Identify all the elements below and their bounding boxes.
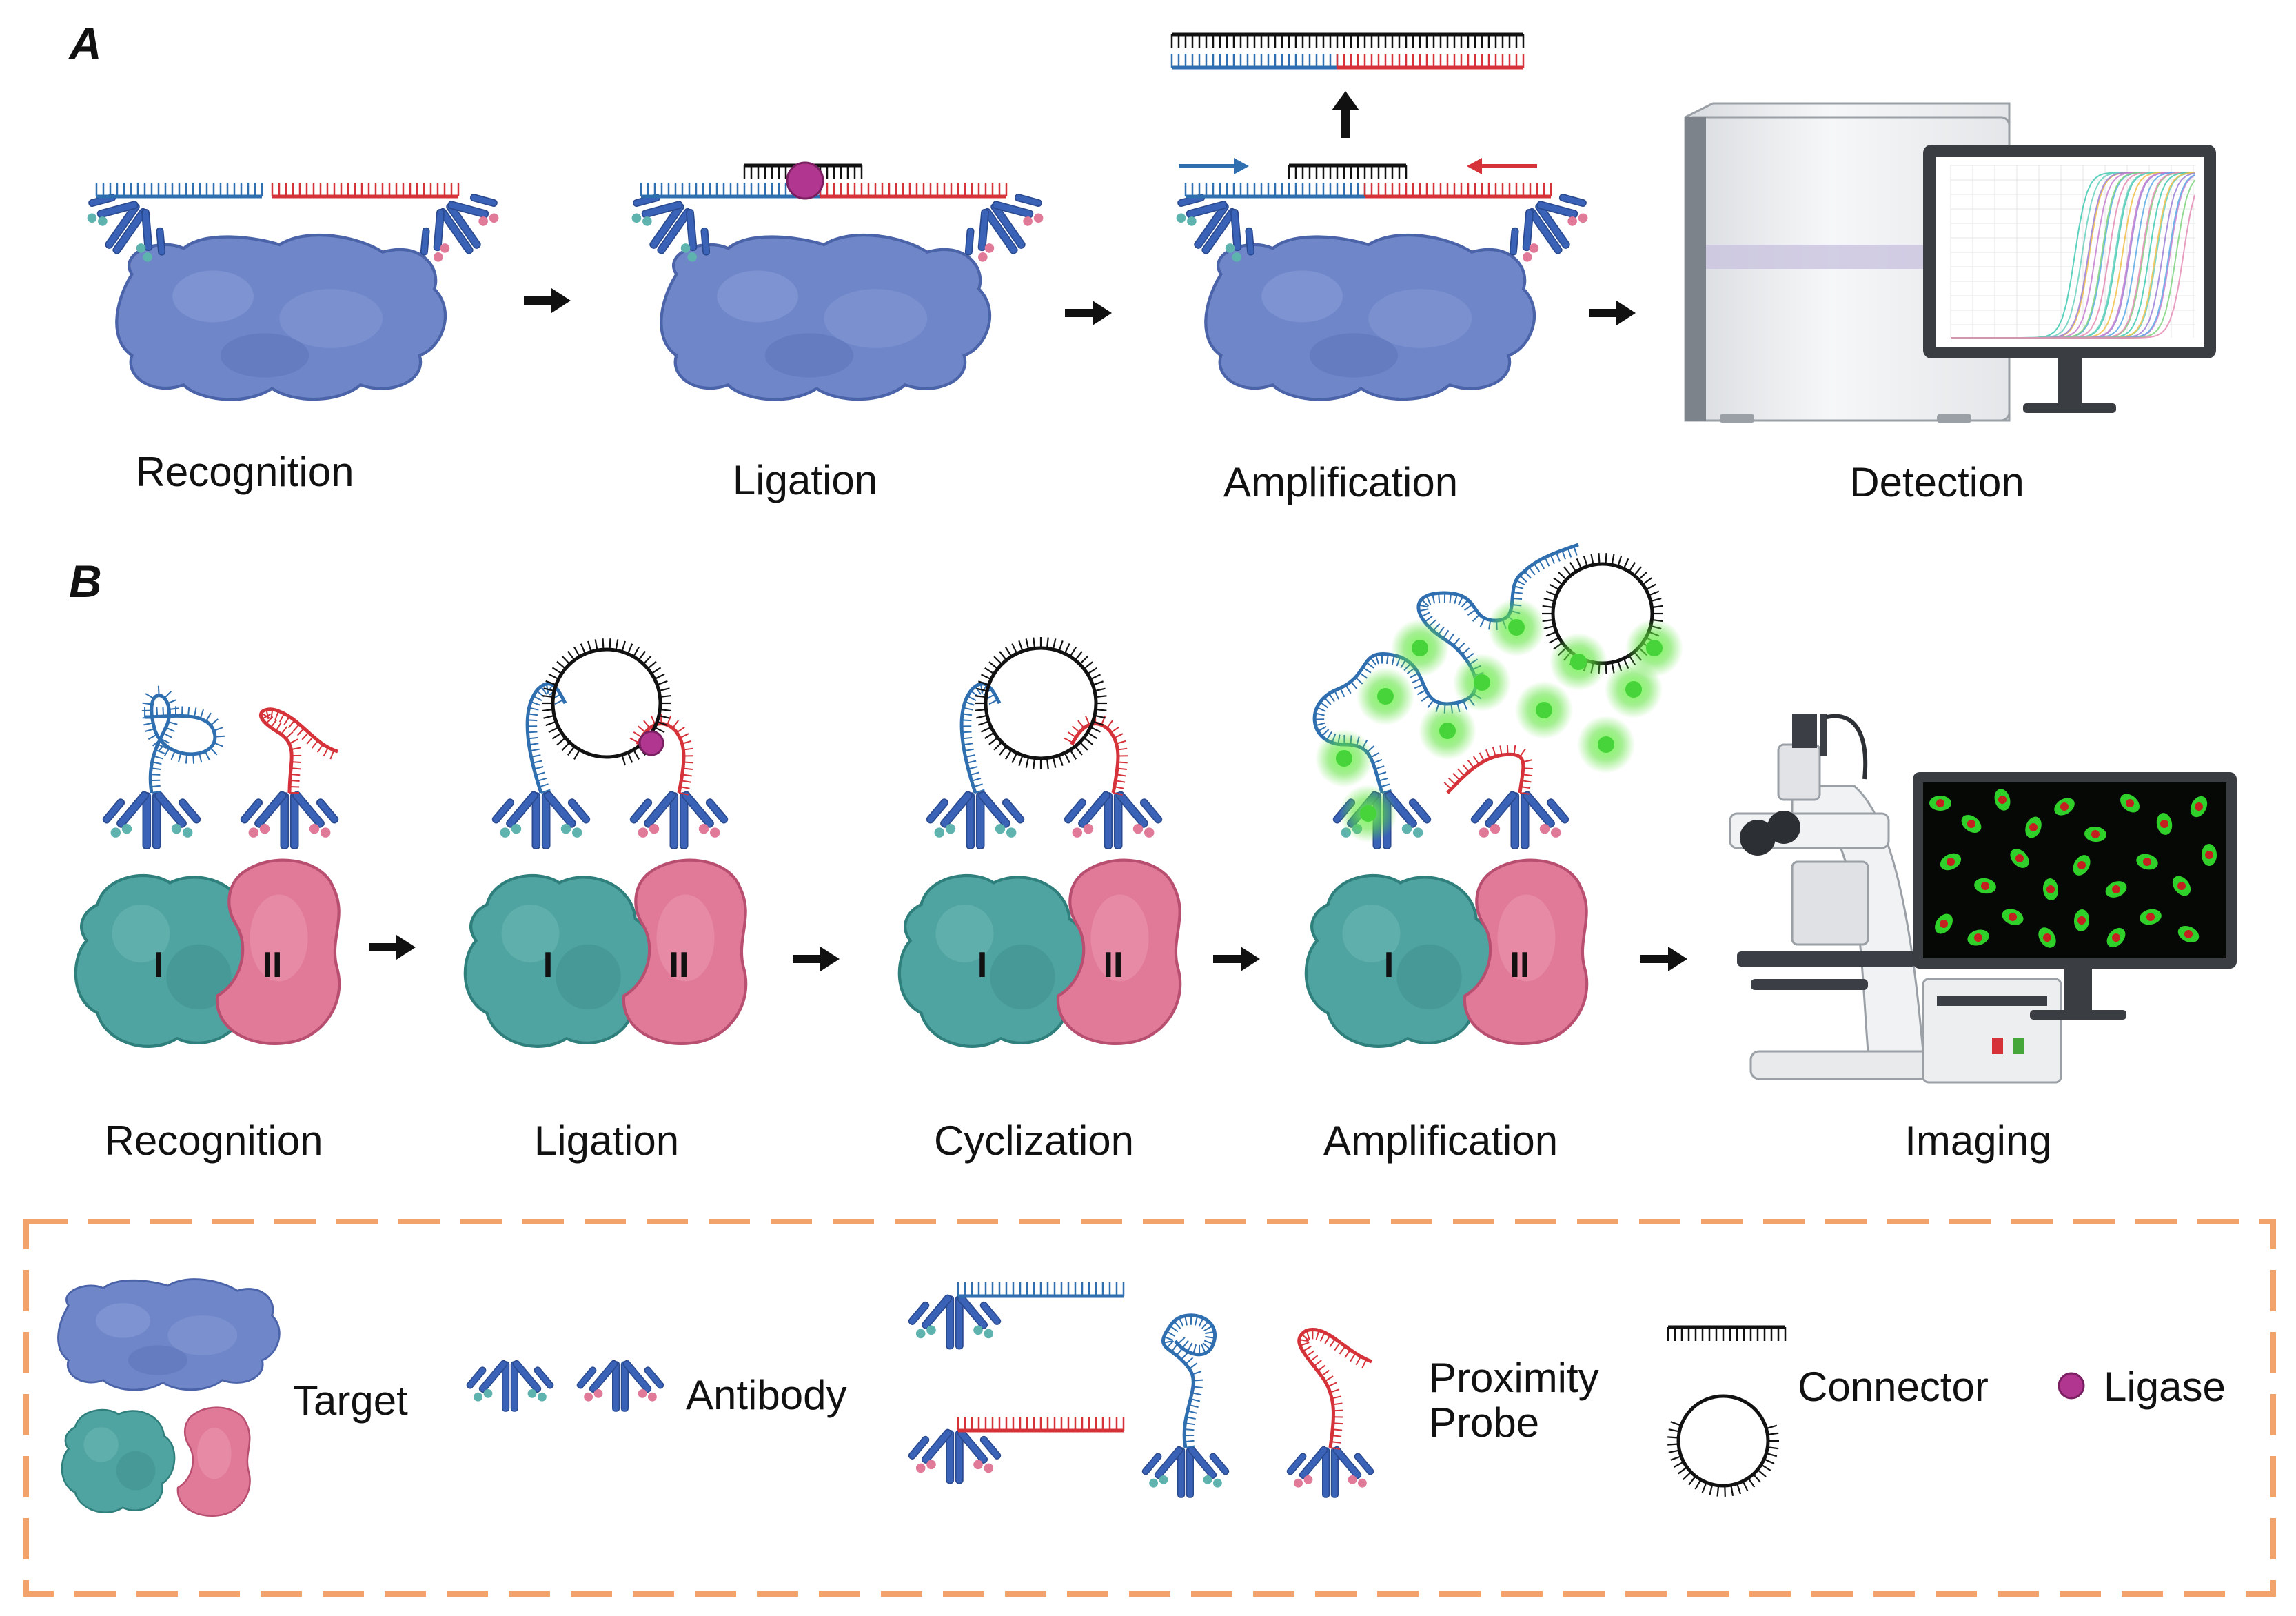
panel-a-letter: A: [69, 17, 102, 70]
b-arrow-4: [1640, 947, 1687, 971]
antibody-on-II: [240, 791, 339, 849]
protein-label-I: I: [543, 945, 553, 986]
antibody-on-I: [102, 791, 201, 849]
probe-dna-red: [630, 714, 693, 795]
legend-ligase-icon: [2059, 1373, 2084, 1398]
a-connector-strand: [1289, 165, 1406, 179]
ligase-enzyme: [787, 163, 823, 199]
legend-antibody-pink: [576, 1360, 664, 1411]
probe-dna-blue: [142, 686, 225, 793]
legend-probe-antibody-red: [908, 1428, 1002, 1484]
a-step-label-recognition: Recognition: [136, 448, 354, 496]
a-arrow-2: [1065, 301, 1112, 325]
a-step-2: [617, 163, 1057, 400]
antibody-on-I: [926, 791, 1025, 849]
b-step-label-recognition: Recognition: [105, 1117, 323, 1164]
a-probe-red-strand: [272, 183, 458, 196]
a-arrow-1: [524, 288, 571, 313]
protein-label-I: I: [977, 945, 987, 986]
b-step-label-amplification: Amplification: [1323, 1117, 1558, 1164]
a-probe-blue-strand: [96, 183, 262, 196]
probe-dna-blue: [527, 684, 565, 793]
legend-target-pink: [178, 1408, 250, 1516]
b-arrow-3: [1213, 947, 1260, 971]
a-step-label-amplification: Amplification: [1223, 458, 1458, 506]
a-step-label-detection: Detection: [1849, 458, 2024, 506]
legend-target-blue: [59, 1280, 280, 1391]
a-probe-red-strand: [820, 183, 1006, 196]
teal-protein-I: [900, 876, 1087, 1047]
a-probe-red-strand: [1365, 183, 1551, 196]
a-probe-blue-strand: [1186, 183, 1365, 196]
legend-antibody-teal: [466, 1360, 554, 1411]
a-target-protein: [1206, 235, 1534, 400]
a-arrow-up: [1332, 91, 1359, 138]
protein-label-I: I: [1384, 945, 1394, 986]
legend-target-teal: [62, 1410, 174, 1513]
ligase-enzyme: [640, 731, 663, 755]
b-ligation: [465, 638, 746, 1047]
protein-label-II: II: [1104, 945, 1124, 986]
b-arrow-2: [793, 947, 840, 971]
legend-proximity-probes: [908, 1282, 1374, 1497]
teal-protein-I: [1306, 876, 1494, 1047]
legend-label-connector: Connector: [1798, 1365, 1989, 1408]
legend-label-antibody: Antibody: [686, 1373, 847, 1417]
antibody-on-II: [1064, 791, 1163, 849]
legend-label-target: Target: [293, 1379, 408, 1422]
legend-probe-antibody-blue: [908, 1294, 1002, 1349]
panel-a: [72, 34, 2216, 423]
legend-probe-antibody-red-2: [1286, 1446, 1374, 1497]
a-arrow-3: [1589, 301, 1636, 325]
b-arrow-1: [369, 935, 416, 960]
protein-label-II: II: [669, 945, 689, 986]
a-step-label-ligation: Ligation: [733, 456, 877, 504]
legend-label-ligase: Ligase: [2104, 1365, 2226, 1408]
protein-label-I: I: [154, 945, 163, 986]
legend-connector: [1667, 1327, 1785, 1497]
antibody-on-II: [1470, 791, 1569, 849]
a-target-protein: [661, 235, 990, 400]
panel-b: [76, 545, 2237, 1082]
b-step-label-imaging: Imaging: [1904, 1117, 2051, 1164]
b-step-label-ligation: Ligation: [534, 1117, 679, 1164]
legend-label-proximity-line1: Proximity: [1429, 1356, 1599, 1400]
a-amplicon: [1172, 34, 1523, 68]
panel-b-letter: B: [69, 555, 102, 607]
b-recognition: [76, 686, 339, 1047]
probe-dna-red: [261, 709, 338, 793]
b-step-label-cyclization: Cyclization: [934, 1117, 1134, 1164]
antibody-on-II: [629, 791, 729, 849]
b-cyclization: [900, 637, 1180, 1047]
a-step-1: [72, 178, 513, 399]
legend-label-proximity-line2: Probe: [1429, 1401, 1539, 1444]
control-box: [1923, 979, 2061, 1082]
probe-dna-blue: [962, 684, 999, 793]
protein-label-II: II: [263, 945, 283, 986]
legend-probe-antibody-blue-2: [1141, 1446, 1230, 1497]
antibody-on-I: [491, 791, 591, 849]
b-amplification: [1306, 545, 1683, 1047]
a-step-3: [1161, 158, 1602, 400]
teal-protein-I: [465, 876, 653, 1047]
protein-label-II: II: [1510, 945, 1530, 986]
a-target-protein: [116, 235, 445, 400]
